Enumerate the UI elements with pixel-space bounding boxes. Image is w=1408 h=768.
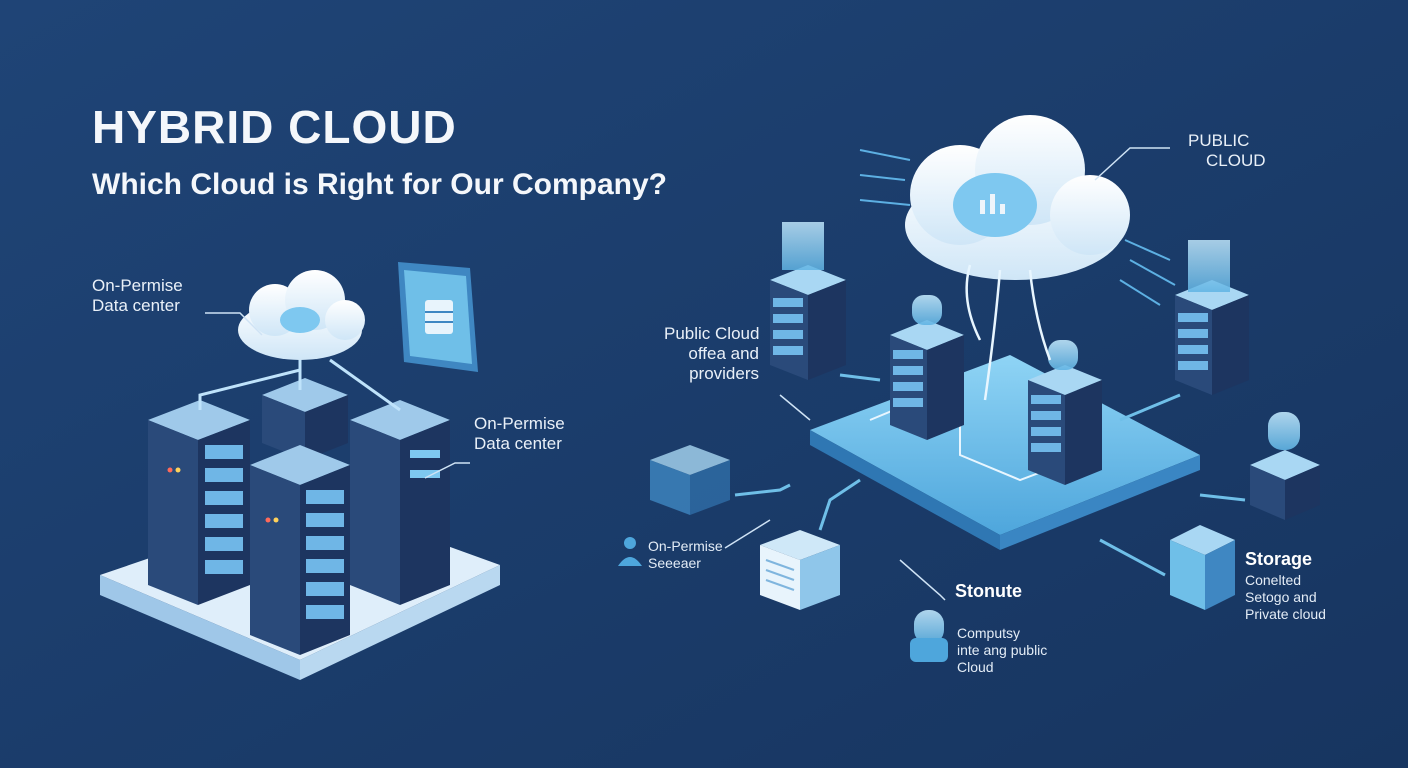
left-datacenter-group bbox=[100, 262, 500, 680]
on-premise-cloud-icon bbox=[238, 270, 365, 360]
label-on-premise-server: On-Permise Seeeaer bbox=[648, 538, 723, 571]
label-storage-desc: Conelted Setogo and Private cloud bbox=[1245, 572, 1326, 622]
label-stonute: Stonute bbox=[955, 581, 1022, 601]
server-rack bbox=[1175, 240, 1249, 395]
public-cloud-icon bbox=[905, 115, 1130, 280]
on-premise-server-icon bbox=[650, 445, 730, 515]
people-icon bbox=[618, 537, 642, 566]
label-storage-title: Storage bbox=[1245, 549, 1313, 569]
label-on-premise-data-center-right: On-Permise Data center bbox=[474, 414, 565, 453]
server-rack bbox=[350, 400, 450, 605]
right-hybrid-group bbox=[618, 115, 1320, 662]
compute-icon bbox=[910, 610, 948, 662]
label-on-premise-data-center-top: On-Permise Data center bbox=[92, 276, 183, 315]
server-rack bbox=[1028, 340, 1102, 485]
server-rack bbox=[890, 295, 964, 440]
label-compute: Computsy inte ang public Cloud bbox=[957, 625, 1048, 675]
label-public-cloud: PUBLIC CLOUD bbox=[1188, 131, 1266, 170]
server-rack bbox=[262, 378, 348, 460]
server-rack bbox=[250, 445, 350, 655]
document-icon bbox=[760, 530, 840, 610]
label-public-cloud-providers: Public Cloud offea and providers bbox=[664, 324, 760, 383]
page-title: HYBRID CLOUD bbox=[92, 101, 457, 153]
storage-cylinder-icon bbox=[1250, 412, 1320, 520]
floating-device-icon bbox=[398, 262, 478, 372]
server-rack bbox=[148, 400, 250, 605]
storage-building-icon bbox=[1170, 525, 1235, 610]
server-rack bbox=[770, 222, 846, 380]
page-subtitle: Which Cloud is Right for Our Company? bbox=[92, 168, 667, 201]
